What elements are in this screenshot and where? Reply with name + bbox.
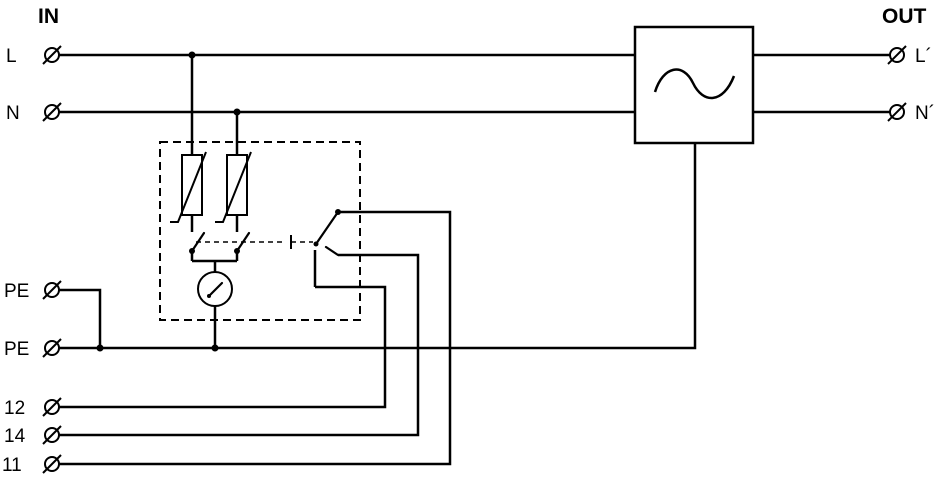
changeover-moving-blade: [314, 210, 340, 246]
status-indicator-pointer: [207, 281, 224, 298]
header-in: IN: [38, 5, 59, 28]
terminal-12: [42, 397, 62, 417]
thermal-disconnect-1: [189, 215, 206, 261]
thermal-disconnect-2: [234, 215, 251, 261]
contact-14-stub: [324, 245, 340, 257]
terminal-N-in: [42, 102, 62, 122]
wire-pe-main: [59, 143, 697, 350]
label-terminal-14: 14: [4, 426, 26, 447]
label-terminal-L: L: [6, 46, 17, 67]
changeover-blade-tip-dot: [313, 241, 319, 247]
terminal-L-in: [42, 45, 62, 65]
terminal-PE-lower: [42, 338, 62, 358]
terminal-N-slash: [42, 102, 62, 122]
wire-pe-upper-stub: [59, 288, 102, 348]
terminal-L-slash: [42, 45, 62, 65]
terminal-N-out: [887, 102, 907, 122]
junction-dot-N: [233, 108, 241, 116]
terminal-11-slash: [42, 454, 62, 474]
terminal-14: [42, 425, 62, 445]
protection-module-dashed-enclosure: [159, 141, 361, 321]
terminal-L-out-slash: [887, 45, 907, 65]
terminal-12-slash: [42, 397, 62, 417]
status-indicator-pointer-dot: [207, 294, 211, 298]
varistor-1: [170, 151, 207, 223]
terminal-N-out-slash: [887, 102, 907, 122]
label-terminal-PE-lower: PE: [4, 339, 29, 360]
label-terminal-N-out: N´: [915, 103, 935, 124]
label-terminal-L-out: L´: [915, 46, 932, 67]
varistor-2: [215, 151, 252, 223]
remote-signalling-changeover-contact: [313, 209, 341, 287]
terminal-14-slash: [42, 425, 62, 445]
label-terminal-N: N: [6, 103, 20, 124]
terminal-L-out: [887, 45, 907, 65]
terminal-PE-upper-slash: [42, 280, 62, 300]
terminal-11: [42, 454, 62, 474]
varistor-2-diagonal: [215, 151, 252, 223]
terminal-PE-lower-slash: [42, 338, 62, 358]
status-indicator: [197, 271, 233, 307]
terminal-PE-upper: [42, 280, 62, 300]
label-terminal-12: 12: [4, 398, 25, 419]
header-out: OUT: [882, 5, 927, 28]
junction-dot-L: [188, 51, 196, 59]
varistor-1-diagonal: [170, 151, 207, 223]
label-terminal-PE-upper: PE: [4, 281, 29, 302]
wire-terminal-11: [59, 210, 452, 466]
wire-terminal-14: [59, 253, 420, 437]
sine-wave-icon: [653, 68, 736, 100]
mains-filter: [633, 25, 755, 145]
label-terminal-11: 11: [2, 455, 22, 476]
